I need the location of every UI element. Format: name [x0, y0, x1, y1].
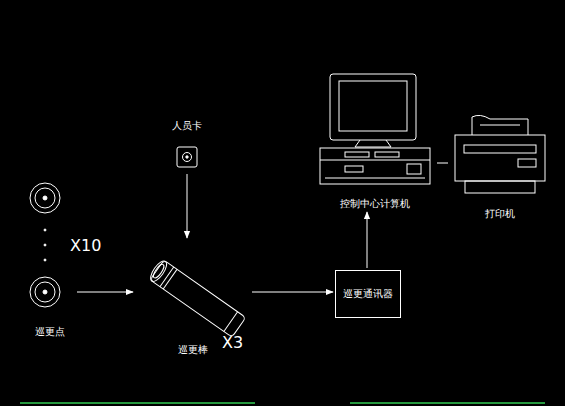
- node-label: 巡更通讯器: [343, 288, 393, 300]
- staff-card: 人员卡: [163, 120, 211, 172]
- connector-arrow: [367, 212, 368, 268]
- node-label: 控制中心计算机: [340, 198, 410, 210]
- count-label: X10: [70, 236, 101, 255]
- frame-line: [20, 402, 255, 404]
- communicator-box: 巡更通讯器: [335, 270, 401, 318]
- control-computer-icon: [315, 72, 435, 210]
- printer-icon: [450, 113, 550, 220]
- frame-line: [350, 402, 545, 404]
- connector-arrow: [77, 292, 133, 293]
- connector-arrow: [437, 163, 448, 164]
- printer: 打印机: [450, 113, 550, 220]
- count-label: X3: [222, 333, 243, 352]
- node-label: 巡更点: [35, 326, 65, 338]
- control-computer: 控制中心计算机: [315, 72, 435, 210]
- patrol-point: 巡更点: [25, 178, 75, 338]
- node-label: 巡更棒: [178, 344, 208, 356]
- node-label: 打印机: [485, 208, 515, 220]
- connector-arrow: [187, 174, 188, 238]
- node-label: 人员卡: [172, 120, 202, 132]
- connector-arrow: [252, 292, 333, 293]
- patrol-point-icon: [25, 178, 75, 338]
